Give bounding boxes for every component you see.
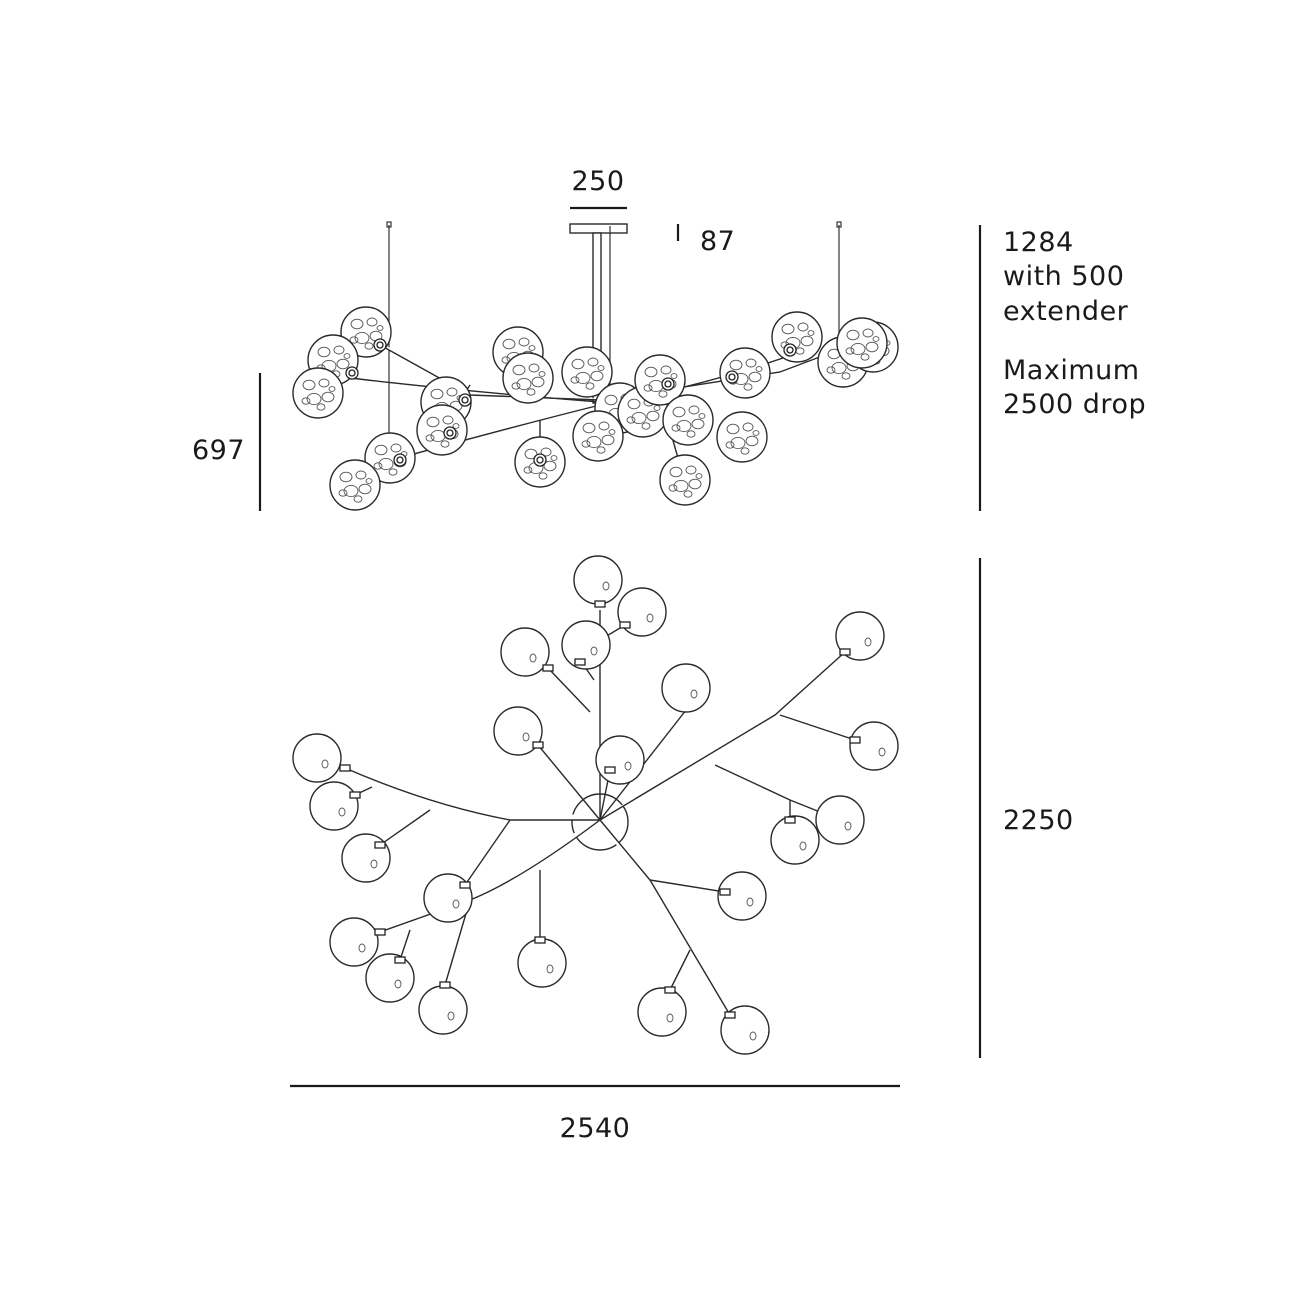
canopy-height-label: 87 xyxy=(700,226,735,257)
plan-globe xyxy=(309,781,359,831)
plan-socket xyxy=(619,621,631,629)
plan-socket xyxy=(849,736,861,744)
plan-socket xyxy=(574,658,586,666)
plan-branch-arms xyxy=(344,610,856,1016)
plan-view xyxy=(292,555,899,1055)
plan-socket xyxy=(349,791,361,799)
plan-globe xyxy=(365,953,415,1003)
plan-socket xyxy=(839,648,851,656)
side-socket xyxy=(443,426,457,440)
plan-globe xyxy=(717,871,767,921)
plan-globe xyxy=(573,555,623,605)
side-globe xyxy=(634,354,686,406)
plan-socket xyxy=(719,888,731,896)
plan-globe xyxy=(835,611,885,661)
side-height-label: 697 xyxy=(192,435,245,466)
plan-globes xyxy=(292,555,899,1055)
side-globe xyxy=(292,367,344,419)
extender-note-line2: with 500 xyxy=(1003,261,1124,292)
canopy-width-label: 250 xyxy=(571,166,624,197)
side-socket xyxy=(533,453,547,467)
side-globe xyxy=(771,311,823,363)
plan-globe xyxy=(595,735,645,785)
side-socket xyxy=(783,343,797,357)
dimension-annotations: 250 87 697 1284 with 500 extender Maximu… xyxy=(192,166,1146,1144)
plan-socket xyxy=(534,936,546,944)
plan-globe xyxy=(661,663,711,713)
side-globe xyxy=(416,404,468,456)
ceiling-canopy xyxy=(569,223,628,234)
side-socket xyxy=(458,393,472,407)
side-globe xyxy=(561,346,613,398)
side-elevation-view xyxy=(292,221,899,511)
plan-globe xyxy=(418,985,468,1035)
side-globe xyxy=(502,352,554,404)
plan-socket xyxy=(374,841,386,849)
plan-depth-label: 2250 xyxy=(1003,805,1074,836)
side-globe xyxy=(659,454,711,506)
plan-globe xyxy=(815,795,865,845)
plan-globe xyxy=(329,917,379,967)
plan-globe xyxy=(493,706,543,756)
plan-socket xyxy=(339,764,351,772)
plan-socket xyxy=(542,664,554,672)
plan-socket xyxy=(394,956,406,964)
plan-socket xyxy=(724,1011,736,1019)
plan-globe xyxy=(637,987,687,1037)
plan-globe xyxy=(517,938,567,988)
plan-socket xyxy=(664,986,676,994)
wire-anchor-left xyxy=(386,221,392,228)
plan-socket xyxy=(439,981,451,989)
plan-globe xyxy=(423,873,473,923)
side-socket xyxy=(661,377,675,391)
max-drop-line1: Maximum xyxy=(1003,355,1140,386)
side-socket xyxy=(393,453,407,467)
wire-anchor-right xyxy=(836,221,842,228)
max-drop-line2: 2500 drop xyxy=(1003,389,1146,420)
extender-note-line3: extender xyxy=(1003,296,1129,327)
plan-globe xyxy=(292,733,342,783)
side-globes xyxy=(292,306,899,511)
plan-socket xyxy=(374,928,386,936)
plan-socket xyxy=(594,600,606,608)
side-socket xyxy=(725,370,739,384)
plan-globe xyxy=(341,833,391,883)
side-socket xyxy=(373,338,387,352)
side-globe xyxy=(716,411,768,463)
side-socket xyxy=(345,366,359,380)
plan-globe xyxy=(500,627,550,677)
plan-width-label: 2540 xyxy=(560,1113,631,1144)
plan-globe xyxy=(770,815,820,865)
side-globe xyxy=(364,432,416,484)
plan-socket xyxy=(532,741,544,749)
side-globe xyxy=(836,317,888,369)
extender-height-label: 1284 xyxy=(1003,227,1074,258)
plan-globe xyxy=(561,620,611,670)
plan-socket xyxy=(604,766,616,774)
side-globe xyxy=(719,347,771,399)
side-globe xyxy=(662,394,714,446)
plan-globe xyxy=(617,587,667,637)
side-globe xyxy=(329,459,381,511)
plan-socket xyxy=(784,816,796,824)
plan-socket xyxy=(459,881,471,889)
side-globe xyxy=(572,410,624,462)
plan-globe xyxy=(849,721,899,771)
